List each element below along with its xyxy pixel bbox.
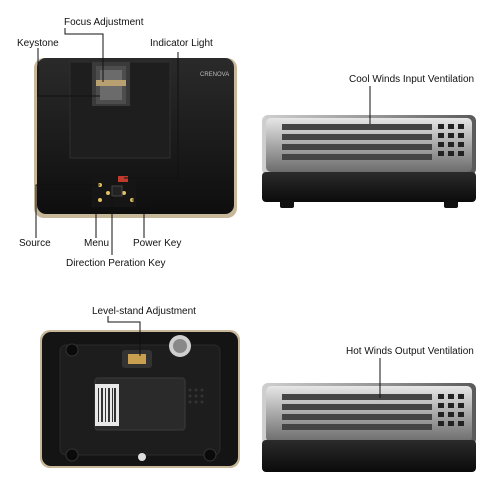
label-menu: Menu — [84, 238, 110, 249]
label-hot-winds-output: Hot Winds Output Ventilation — [346, 346, 474, 357]
label-keystone: Keystone — [17, 38, 59, 49]
side-view-output — [262, 383, 476, 472]
label-cool-winds-input: Cool Winds Input Ventilation — [349, 74, 475, 85]
underside-view — [40, 330, 240, 468]
label-power-key: Power Key — [133, 238, 182, 249]
label-focus-adjustment: Focus Adjustment — [64, 17, 144, 28]
label-source: Source — [19, 238, 51, 249]
brand-logo: CRENOVA — [200, 72, 229, 78]
label-direction-key: Direction Peration Key — [66, 258, 166, 269]
top-view-body: CRENOVA — [34, 58, 237, 218]
side-view-input — [262, 115, 476, 208]
label-indicator-light: Indicator Light — [150, 38, 213, 49]
label-level-stand: Level-stand Adjustment — [92, 306, 196, 317]
